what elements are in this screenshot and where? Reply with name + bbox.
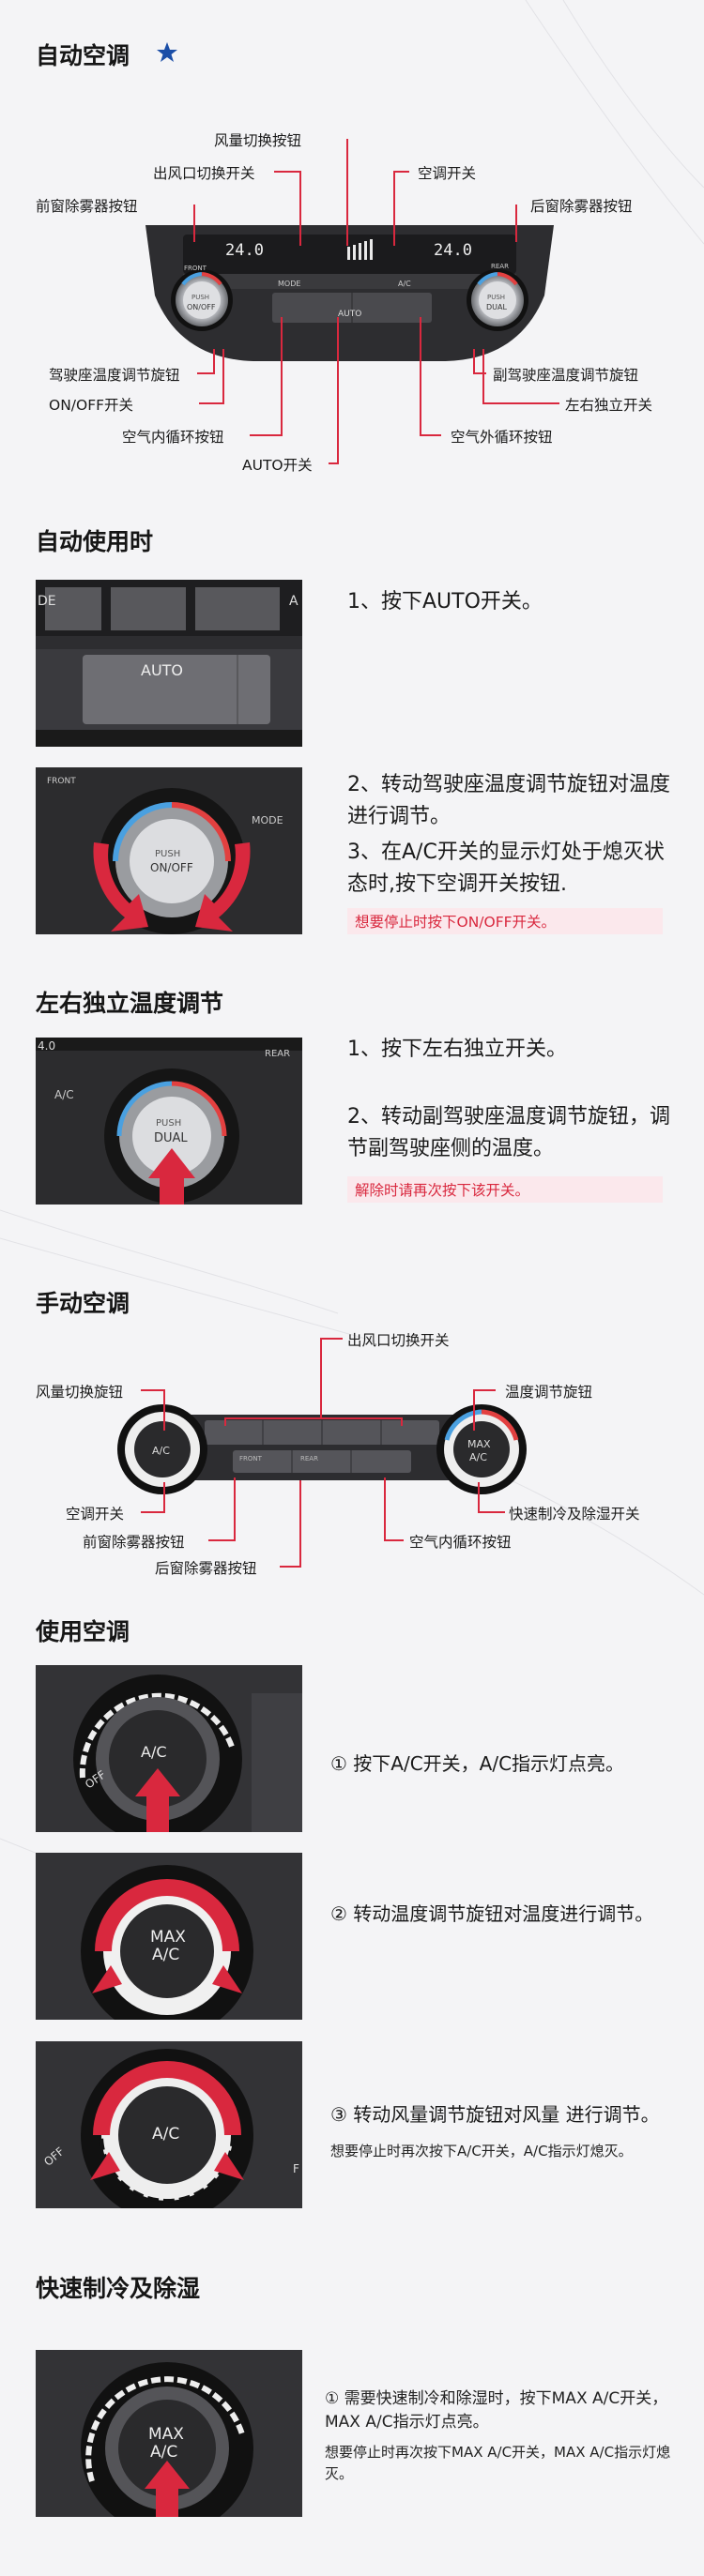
auto-use-step-1: 1、按下AUTO开关。	[347, 590, 543, 614]
auto-use-step-3: 3、在A/C开关的显示灯处于熄灭状态时,按下空调开关按钮.	[347, 841, 665, 896]
image3-rear-label: REAR	[265, 1049, 291, 1059]
image-driver-knob	[36, 767, 302, 934]
panel-temp-left: 24.0	[225, 241, 264, 260]
image5-ac-label: A/C	[152, 1946, 180, 1964]
dual-step-1: 1、按下左右独立开关。	[347, 1038, 567, 1061]
label-fresh-air-button: 空气外循环按钮	[451, 429, 553, 446]
auto-use-step-2: 2、转动驾驶座温度调节旋钮对温度进行调节。	[347, 773, 670, 828]
dual-note: 解除时请再次按下该开关。	[347, 1176, 663, 1203]
image-dual-knob	[36, 1038, 302, 1205]
image3-ac-label: A/C	[54, 1088, 74, 1101]
image-max-ac-button	[36, 2350, 302, 2517]
image1-de-label: DE	[38, 594, 56, 609]
panel-dual: DUAL	[486, 303, 507, 311]
label-ac-switch: 空调开关	[418, 165, 477, 182]
section-title-auto-ac: 自动空调	[36, 42, 130, 69]
label-recirc-button: 空气内循环按钮	[122, 429, 224, 446]
label-max-ac-switch: 快速制冷及除湿开关	[509, 1506, 640, 1523]
image-auto-button	[36, 580, 302, 747]
panel-push-left: PUSH	[191, 294, 210, 301]
panel-ac-label: A/C	[398, 280, 411, 288]
label-fan-knob: 风量切换旋钮	[36, 1384, 124, 1401]
label-passenger-temp-knob: 副驾驶座温度调节旋钮	[493, 367, 639, 384]
use-ac-step-3: ③ 转动风量调节旋钮对风量 进行调节。	[330, 2103, 660, 2126]
image7-ac-label: A/C	[150, 2443, 178, 2462]
star-icon	[157, 42, 177, 62]
manual-panel-ac-label: A/C	[152, 1445, 170, 1457]
label-manual-front-defog: 前窗除雾器按钮	[83, 1534, 185, 1551]
image-fan-knob	[36, 2041, 302, 2208]
label-on-off-switch: ON/OFF开关	[49, 397, 134, 414]
max-ac-note: 想要停止时再次按下MAX A/C开关，MAX A/C指示灯熄灭。	[325, 2444, 671, 2482]
image6-ac-label: A/C	[152, 2125, 180, 2144]
label-temp-knob: 温度调节旋钮	[505, 1384, 593, 1401]
image2-on-off-label: ON/OFF	[150, 861, 193, 874]
label-rear-defog-button: 后窗除雾器按钮	[530, 198, 633, 215]
image2-push-label: PUSH	[155, 849, 181, 859]
image1-a-label: A	[289, 594, 298, 609]
section-title-max-ac: 快速制冷及除湿	[36, 2275, 201, 2302]
manual-ac-panel	[117, 1404, 527, 1494]
image6-f-label: F	[293, 2162, 299, 2175]
label-front-defog-button: 前窗除雾器按钮	[36, 198, 138, 215]
image7-max-label: MAX	[148, 2425, 184, 2444]
auto-ac-panel	[145, 225, 554, 361]
image1-auto-label: AUTO	[141, 661, 184, 679]
manual-panel-rear-label: REAR	[300, 1455, 318, 1462]
label-dual-switch: 左右独立开关	[565, 397, 653, 414]
image3-push-label: PUSH	[156, 1118, 182, 1129]
panel-rear-label: REAR	[491, 263, 509, 270]
section-title-dual: 左右独立温度调节	[36, 990, 224, 1017]
panel-front-label: FRONT	[184, 265, 207, 272]
image3-dual-label: DUAL	[154, 1131, 188, 1145]
panel-on-off: ON/OFF	[187, 303, 216, 311]
label-vent-switch: 出风口切换开关	[347, 1332, 450, 1349]
panel-temp-right: 24.0	[434, 241, 472, 260]
manual-callout-lines	[141, 1338, 505, 1568]
label-manual-rear-defog: 后窗除雾器按钮	[155, 1560, 257, 1577]
label-auto-switch: AUTO开关	[242, 457, 313, 474]
dual-step-2: 2、转动副驾驶座温度调节旋钮，调节副驾驶座侧的温度。	[347, 1105, 670, 1160]
label-manual-recirc: 空气内循环按钮	[409, 1534, 512, 1551]
manual-panel-max-label: MAX	[467, 1438, 491, 1450]
use-ac-note-3: 想要停止时再次按下A/C开关，A/C指示灯熄灭。	[330, 2143, 633, 2159]
image5-max-label: MAX	[150, 1928, 186, 1947]
auto-callout-lines	[193, 139, 559, 464]
image-ac-button	[36, 1665, 302, 1832]
image-max-ac-knob	[36, 1853, 302, 2020]
manual-panel-front-label: FRONT	[239, 1455, 262, 1462]
auto-use-note: 想要停止时按下ON/OFF开关。	[347, 908, 663, 934]
panel-mode-label: MODE	[278, 280, 301, 288]
panel-auto-label: AUTO	[338, 310, 362, 319]
panel-push-right: PUSH	[487, 294, 506, 301]
label-manual-ac-switch: 空调开关	[66, 1506, 125, 1523]
label-driver-temp-knob: 驾驶座温度调节旋钮	[49, 367, 180, 384]
image3-temp-label: 4.0	[38, 1039, 56, 1053]
section-title-manual: 手动空调	[36, 1290, 130, 1317]
max-ac-step-1: ① 需要快速制冷和除湿时，按下MAX A/C开关，MAX A/C指示灯点亮。	[325, 2389, 668, 2432]
section-title-use-ac: 使用空调	[36, 1618, 130, 1645]
image4-ac-label: A/C	[141, 1743, 167, 1761]
use-ac-step-2: ② 转动温度调节旋钮对温度进行调节。	[330, 1902, 654, 1925]
image2-mode-label: MODE	[252, 814, 283, 826]
section-title-auto-use: 自动使用时	[36, 528, 154, 555]
label-fan-speed-button: 风量切换按钮	[214, 132, 302, 149]
image2-front-label: FRONT	[47, 777, 76, 786]
label-vent-mode-switch: 出风口切换开关	[153, 165, 255, 182]
manual-panel-max-ac-label: A/C	[469, 1451, 487, 1463]
use-ac-step-1: ① 按下A/C开关，A/C指示灯点亮。	[330, 1752, 625, 1775]
